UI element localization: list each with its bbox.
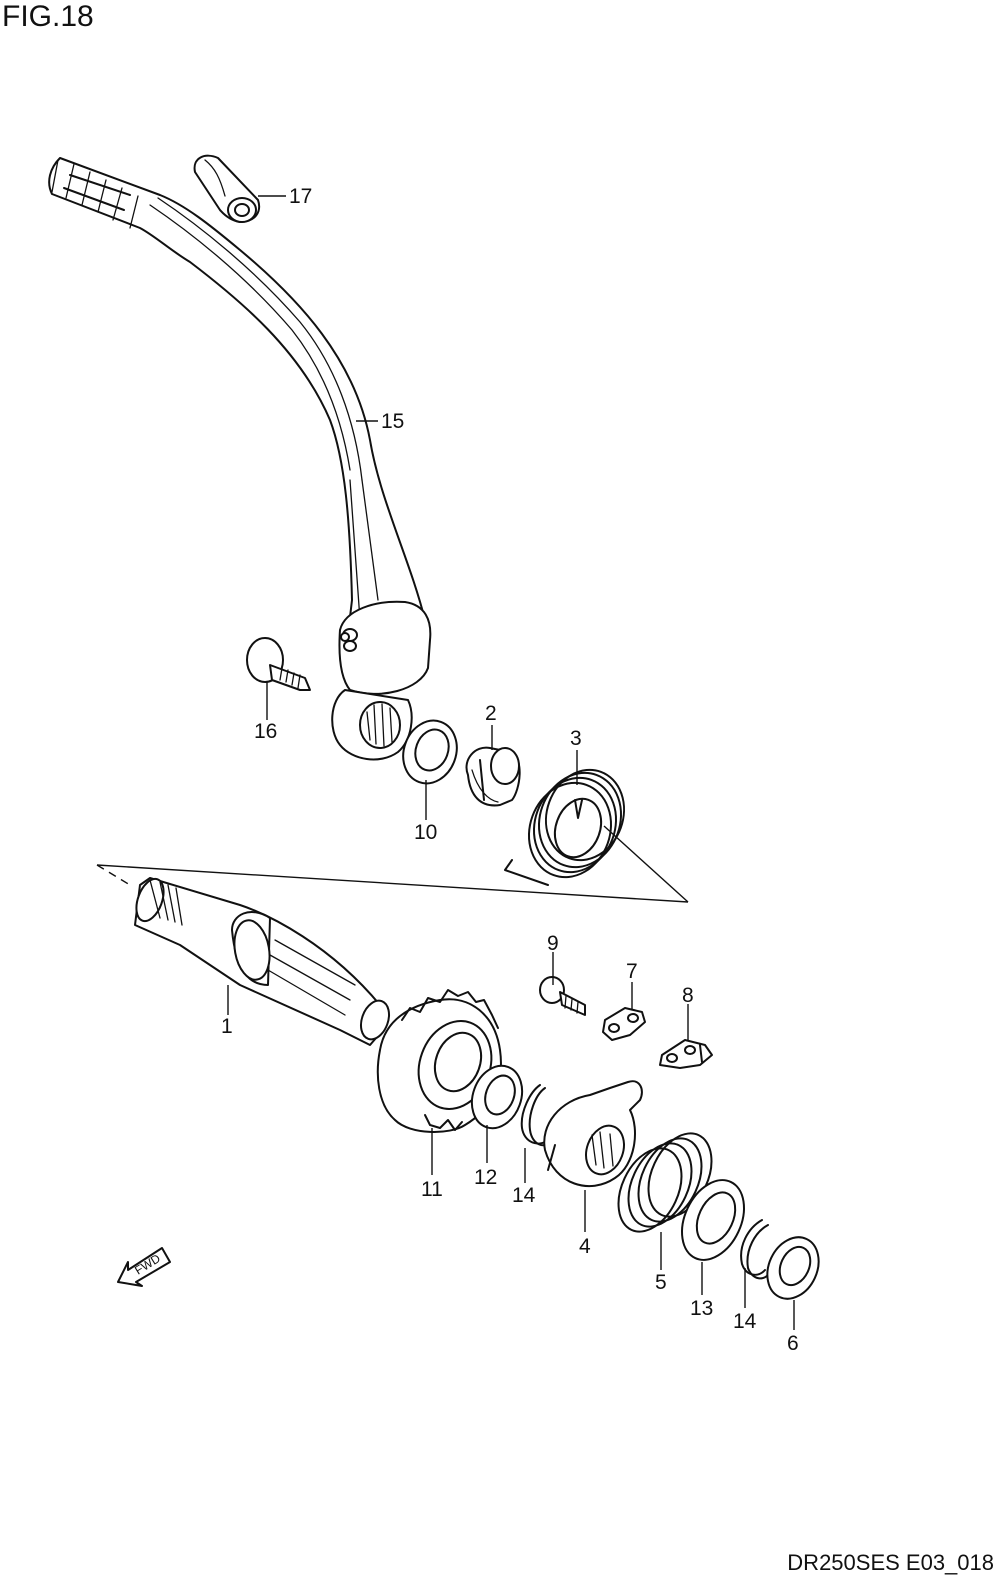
callout-4: 4 bbox=[579, 1235, 591, 1258]
spring-guide bbox=[465, 746, 521, 807]
kick-starter-shaft bbox=[134, 877, 391, 1046]
callout-12: 12 bbox=[474, 1166, 497, 1189]
callout-6: 6 bbox=[787, 1332, 799, 1355]
oil-seal bbox=[402, 719, 458, 785]
stopper bbox=[659, 1039, 713, 1069]
grip-cap bbox=[193, 154, 260, 223]
lever-bolt bbox=[246, 637, 311, 691]
assembly-line bbox=[96, 825, 689, 903]
callout-9: 9 bbox=[547, 932, 559, 955]
circlip-14b bbox=[740, 1219, 771, 1280]
fwd-arrow-icon: FWD bbox=[117, 1247, 171, 1287]
callout-17: 17 bbox=[289, 185, 312, 208]
washer-6 bbox=[766, 1236, 820, 1300]
washer-12 bbox=[470, 1064, 524, 1130]
callout-2: 2 bbox=[485, 702, 497, 725]
callout-13: 13 bbox=[690, 1297, 713, 1320]
callout-14a: 14 bbox=[512, 1184, 536, 1207]
callout-5: 5 bbox=[655, 1271, 667, 1294]
callout-15: 15 bbox=[381, 410, 404, 433]
figure-title: FIG.18 bbox=[2, 0, 94, 33]
callout-8: 8 bbox=[682, 984, 694, 1007]
drive-gear bbox=[376, 989, 502, 1133]
callout-3: 3 bbox=[570, 727, 582, 750]
callout-14b: 14 bbox=[733, 1310, 757, 1333]
washer-13 bbox=[681, 1179, 745, 1261]
callout-11: 11 bbox=[421, 1178, 443, 1201]
leader-lines bbox=[227, 195, 795, 1330]
drawing-code: DR250SES E03_018 bbox=[787, 1550, 994, 1575]
callouts: 17 15 16 10 2 3 1 9 7 8 11 12 14 4 5 13 … bbox=[221, 185, 799, 1355]
guide-bolt bbox=[539, 976, 586, 1016]
callout-1: 1 bbox=[221, 1015, 233, 1038]
callout-10: 10 bbox=[414, 821, 437, 844]
kick-starter-lever bbox=[48, 157, 432, 761]
guide-plate bbox=[602, 1007, 646, 1041]
ratchet bbox=[543, 1080, 643, 1187]
return-spring bbox=[504, 768, 626, 886]
callout-7: 7 bbox=[626, 960, 638, 983]
callout-16: 16 bbox=[254, 720, 277, 743]
